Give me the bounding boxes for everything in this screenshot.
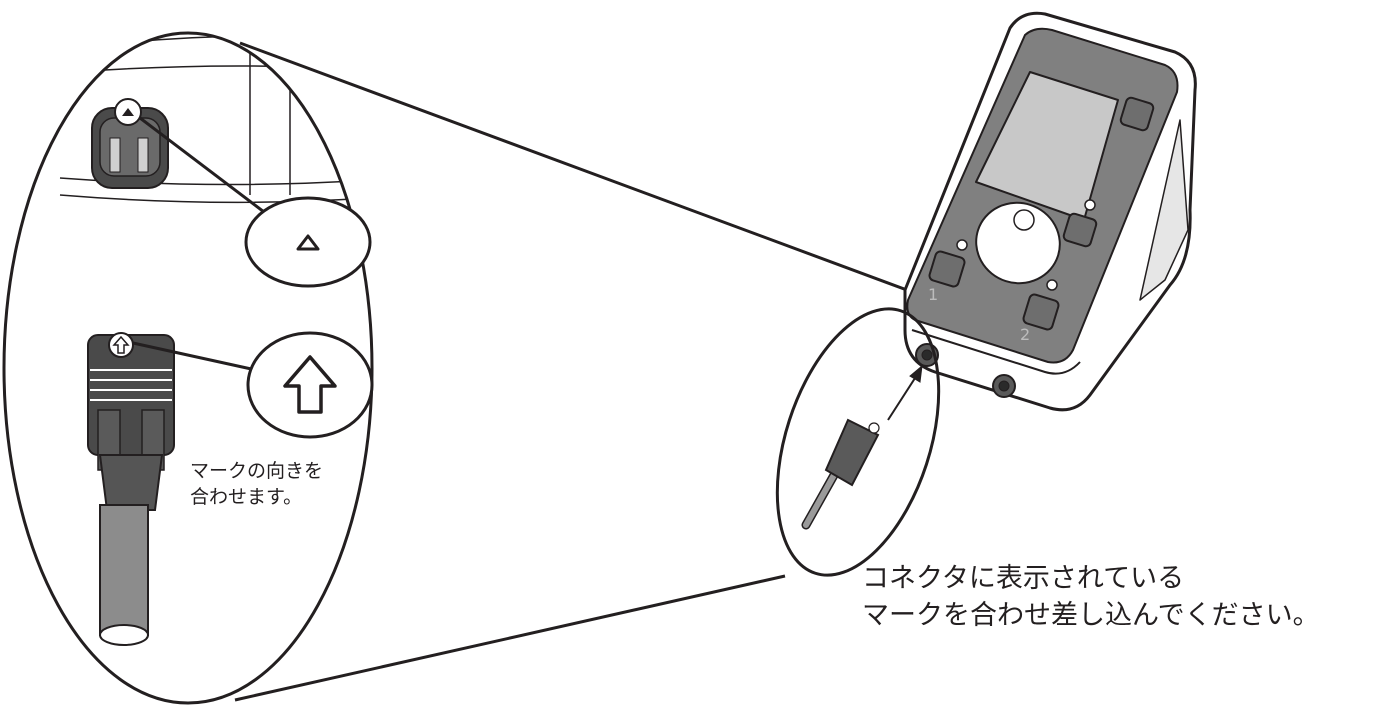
led-2 bbox=[956, 239, 968, 251]
small-plug bbox=[801, 418, 880, 530]
led-3 bbox=[1046, 279, 1058, 291]
zoom-lines bbox=[234, 41, 916, 702]
detail-ellipse-large bbox=[2, 31, 374, 705]
left-button[interactable] bbox=[928, 250, 966, 288]
port-1-label: 1 bbox=[928, 285, 938, 304]
port-2[interactable] bbox=[992, 374, 1016, 398]
top-right-button[interactable] bbox=[1119, 96, 1155, 132]
align-mark-note-line-1: マークの向きを bbox=[190, 460, 324, 482]
mid-right-button[interactable] bbox=[1062, 212, 1098, 248]
bottom-right-button[interactable] bbox=[1022, 293, 1060, 331]
insert-instruction-note: コネクタに表示されている マークを合わせ差し込んでください。 bbox=[862, 560, 1320, 634]
socket-connector bbox=[91, 98, 169, 189]
up-arrow-mark-icon bbox=[246, 331, 374, 439]
align-mark-note-line-2: 合わせます。 bbox=[190, 486, 303, 508]
led-1 bbox=[1084, 199, 1096, 211]
housing-bottom-band bbox=[911, 329, 1081, 375]
dial-knob[interactable] bbox=[966, 192, 1071, 294]
triangle-mark-icon bbox=[244, 196, 372, 288]
port-2-label: 2 bbox=[1020, 325, 1030, 344]
dial-indicator bbox=[1013, 209, 1035, 231]
detail-ellipse-small bbox=[775, 307, 941, 577]
device-side bbox=[1139, 119, 1189, 301]
align-mark-note: マークの向きを 合わせます。 bbox=[190, 458, 323, 510]
controller-device bbox=[903, 11, 1197, 412]
insert-instruction-line-1: コネクタに表示されている bbox=[862, 563, 1185, 594]
insert-instruction-line-2: マークを合わせ差し込んでください。 bbox=[862, 600, 1320, 631]
insert-arrow-icon bbox=[887, 364, 923, 421]
plug-connector bbox=[87, 332, 175, 646]
